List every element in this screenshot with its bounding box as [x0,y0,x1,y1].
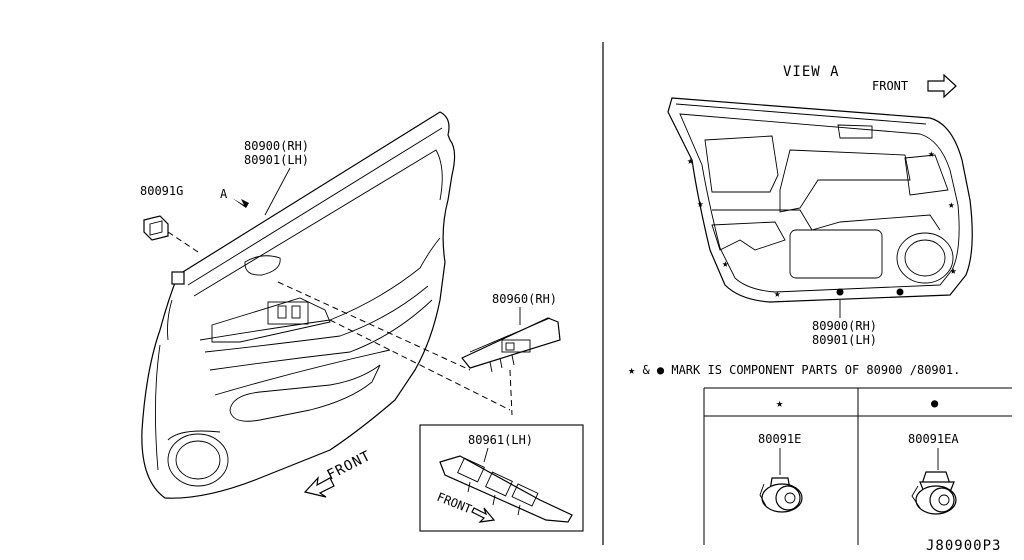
svg-text:★: ★ [948,198,955,211]
door-trim-drawing [141,111,456,499]
window-switch-rh-drawing [461,317,561,373]
dot-mark-icon [896,288,904,296]
window-switch-lh-drawing [439,455,573,523]
view-a-title: VIEW A [783,64,840,80]
svg-text:★: ★ [722,257,729,270]
clip-part-number: 80091G [140,184,183,198]
view-a-trim-rh-label: 80900(RH) [812,319,877,333]
switch-lh-label: 80961(LH) [468,433,533,447]
table-col2-part-number: 80091EA [908,432,959,446]
inset-front-label: FRONT [435,490,474,517]
front-arrow-icon [303,476,335,498]
table-col2-symbol: ● [931,396,939,410]
front-label: FRONT [325,448,374,484]
view-a-front-label: FRONT [872,79,908,93]
svg-text:★: ★ [928,147,935,160]
table-col1-part-number: 80091E [758,432,801,446]
clip-80091g-drawing [143,215,169,241]
door-trim-rh-label: 80900(RH) [244,139,309,153]
star-mark-icons: ★ ★ ★ ★ ★ ★ ★ [687,147,957,300]
dot-mark-icon [836,288,844,296]
parts-table [703,387,1012,545]
clip-80091ea-drawing [911,448,957,515]
table-col1-symbol: ★ [776,396,783,410]
view-a-marker: A [220,187,228,201]
inset-front-arrow-icon [471,507,496,523]
svg-text:★: ★ [687,154,694,167]
door-trim-lh-label: 80901(LH) [244,153,309,167]
door-trim-back-drawing: ★ ★ ★ ★ ★ ★ ★ [667,97,973,303]
diagram-code: J80900P3 [926,538,1001,554]
view-a-trim-lh-label: 80901(LH) [812,333,877,347]
component-legend-note: ★ & ● MARK IS COMPONENT PARTS OF 80900 /… [628,363,960,377]
svg-text:★: ★ [774,287,781,300]
svg-text:★: ★ [950,264,957,277]
svg-text:★: ★ [697,197,704,210]
view-a-front-arrow-icon [927,73,957,99]
switch-rh-label: 80960(RH) [492,292,557,306]
view-a-arrow-icon [232,198,249,208]
switch-lh-inset-box [419,424,584,532]
clip-80091e-drawing [759,448,803,513]
